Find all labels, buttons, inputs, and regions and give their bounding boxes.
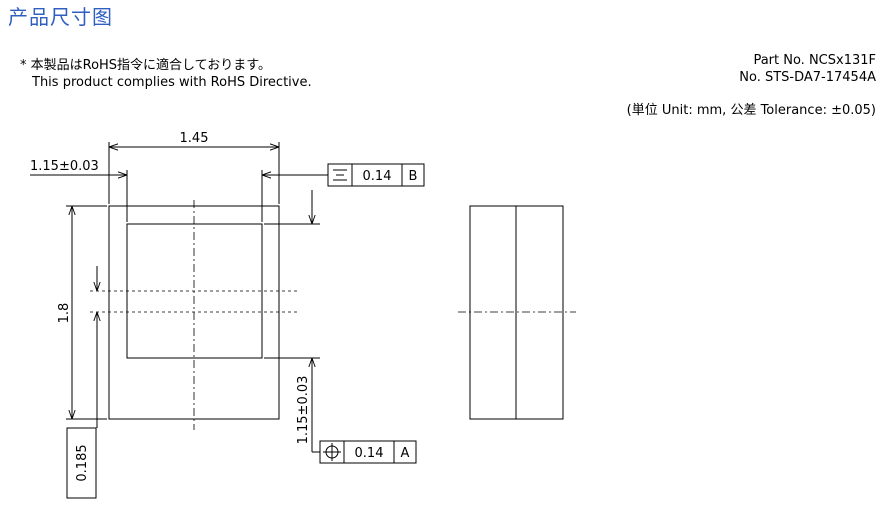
thickness-dimension: 0.185 bbox=[66, 266, 97, 499]
width-dimension: 1.45 bbox=[108, 131, 280, 204]
position-value: 0.14 bbox=[355, 446, 384, 461]
bottom-offset-dimension: 1.15±0.03 bbox=[264, 190, 320, 453]
symmetry-value: 0.14 bbox=[363, 169, 392, 184]
page-title: 产品尺寸图 bbox=[8, 5, 113, 29]
left-offset-dimension: 1.15±0.03 bbox=[30, 159, 328, 222]
rohs-note: * 本製品はRoHS指令に適合しております。 This product comp… bbox=[20, 57, 312, 91]
height-dimension: 1.8 bbox=[57, 205, 107, 420]
units-tolerance: (単位 Unit: mm, 公差 Tolerance: ±0.05) bbox=[626, 103, 876, 118]
left-offset-label: 1.15±0.03 bbox=[30, 159, 99, 174]
document-number: No. STS-DA7-17454A bbox=[739, 70, 876, 85]
symmetry-icon bbox=[333, 169, 347, 181]
rohs-note-en: This product complies with RoHS Directiv… bbox=[32, 75, 312, 90]
top-view bbox=[90, 200, 297, 430]
part-info: Part No. NCSx131F No. STS-DA7-17454A bbox=[739, 52, 876, 86]
width-label: 1.45 bbox=[180, 131, 209, 146]
thickness-label: 0.185 bbox=[75, 444, 90, 481]
position-tolerance-frame: 0.14 A bbox=[319, 440, 417, 464]
bottom-offset-label: 1.15±0.03 bbox=[296, 376, 311, 445]
position-icon bbox=[323, 443, 341, 461]
symmetry-tolerance-frame: 0.14 B bbox=[327, 163, 425, 187]
position-datum: A bbox=[401, 446, 410, 461]
height-label: 1.8 bbox=[57, 303, 72, 324]
side-view bbox=[458, 205, 576, 420]
symmetry-datum: B bbox=[409, 169, 418, 184]
rohs-note-jp: * 本製品はRoHS指令に適合しております。 bbox=[20, 58, 271, 73]
part-number: Part No. NCSx131F bbox=[753, 53, 876, 68]
